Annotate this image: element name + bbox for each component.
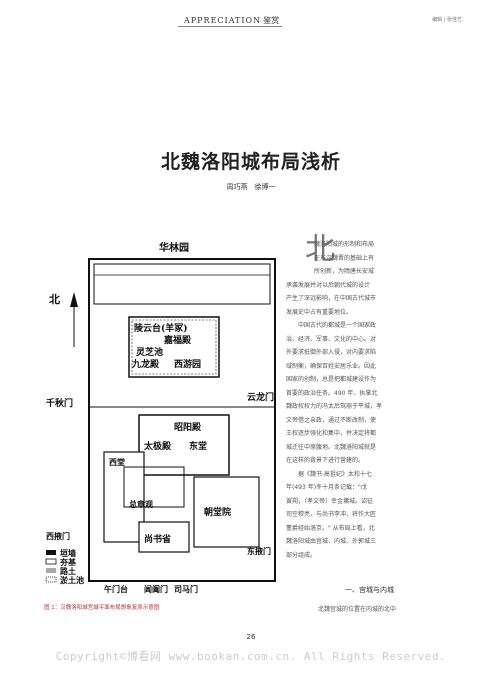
editor-label: 编辑 | 张佳艺 bbox=[432, 17, 462, 23]
article-title: 北魏洛阳城布局浅析 bbox=[160, 151, 341, 173]
body-line: 外要求抵御外部入侵，对内要求陷 bbox=[286, 349, 377, 356]
map-label-lingyuntai: 陵云台(羊冢) bbox=[134, 322, 188, 334]
map-label-dongye: 东掖门 bbox=[247, 546, 271, 556]
body-line: 部分组成。 bbox=[286, 551, 317, 559]
body-line: 寅朔，（孝文帝）幸金墉城。诏征 bbox=[286, 497, 374, 505]
copyright-watermark: Copyright©博看网 www.bookan.com.cn. All Rig… bbox=[55, 650, 447, 663]
legend-road-swatch bbox=[46, 568, 56, 573]
body-line: 产生了深远影响，在中国古代城市 bbox=[286, 295, 377, 302]
body-line: 在东汉魏晋的基础上有 bbox=[314, 254, 375, 262]
body-line: 司空穆亮，与尚书李冲、将作大匠 bbox=[286, 511, 377, 518]
map-label-changhe2: 阊阖门 bbox=[144, 584, 168, 594]
map-label-jiafu: 嘉福殿 bbox=[163, 334, 192, 346]
section-header-cn: 鉴赏 bbox=[263, 16, 280, 25]
body-line: 魏洛阳城的形制和布局 bbox=[314, 241, 375, 248]
body-line: 在这样的背景下进行营建的。 bbox=[286, 457, 365, 464]
body-line: 中国古代的都城是一个国家政 bbox=[298, 322, 377, 329]
body-line: 文帝借之亲政，通过不断改制，使 bbox=[286, 416, 377, 424]
section-first-line: 北魏宫城的位置在内城的北中 bbox=[318, 606, 397, 613]
body-line: 据《魏书·高祖纪》太和十七 bbox=[298, 470, 372, 478]
body-line: 治、经济、军事、文化的中心。对 bbox=[286, 335, 377, 343]
map-label-chaotang: 朝堂院 bbox=[204, 506, 231, 518]
map-label-xitang: 西堂 bbox=[109, 457, 125, 467]
map-label-simamen: 司马门 bbox=[174, 584, 198, 594]
section-heading: 一、宫城与内城 bbox=[345, 586, 394, 594]
legend-hangtu-label: 夯基 bbox=[59, 557, 77, 567]
map-label-xiye: 西掖门 bbox=[46, 531, 70, 541]
legend-wall-swatch bbox=[46, 550, 56, 555]
body-line: 域制衡，确保百姓安居乐业。因此 bbox=[286, 362, 377, 370]
body-line: 魏洛阳城由宫城、内城、外郭城三 bbox=[286, 538, 377, 545]
legend-yutu-swatch bbox=[45, 576, 57, 583]
city-layout-map: 华林园 北 陵云台(羊冢) 嘉福殿 灵芝池 九龙殿 西游园 千秋门 云龙门 昭阳… bbox=[45, 241, 276, 594]
body-line: 承袭发展并对以后朝代城的设计 bbox=[286, 281, 371, 289]
map-label-qianqiu: 千秋门 bbox=[46, 397, 73, 409]
page-number: 26 bbox=[246, 633, 256, 641]
body-line: 所创新，为隋唐长安城 bbox=[314, 268, 375, 275]
figure-caption: 图 1：汉魏洛阳城宫城平面布局想象复原示意图 bbox=[44, 605, 160, 611]
map-label-dongtang: 东堂 bbox=[189, 440, 207, 452]
body-line: 发展史中占有重要地位。 bbox=[286, 308, 353, 316]
body-line: 魏政权权力的冯太后驾崩于平城，孝 bbox=[286, 403, 383, 410]
body-text: 魏洛阳城的形制和布局 在东汉魏晋的基础上有 所创新，为隋唐长安城 承袭发展并对以… bbox=[286, 238, 462, 562]
map-label-shangdong: 尚书省 bbox=[144, 533, 171, 545]
legend-yutu-label: 淤土池 bbox=[60, 575, 84, 585]
legend-road-label: 路土 bbox=[60, 566, 76, 576]
drop-cap: 北 bbox=[305, 232, 335, 267]
map-label-changhe: 午门台 bbox=[104, 584, 128, 594]
map-label-lingzhi: 灵芝池 bbox=[135, 346, 163, 358]
map-label-yunlong: 云龙门 bbox=[247, 391, 274, 403]
city-layout-figure: 华林园 北 陵云台(羊冢) 嘉福殿 灵芝池 九龙殿 西游园 千秋门 云龙门 昭阳… bbox=[44, 237, 284, 597]
body-line: 王权逐步强化和集中，并决定将都 bbox=[286, 430, 377, 437]
body-line: 城迁往中原腹地。北魏洛阳城就是 bbox=[286, 443, 377, 451]
map-label-jiulong: 九龙殿 bbox=[131, 358, 160, 370]
legend-hangtu-swatch bbox=[45, 558, 57, 565]
map-label-taiji: 太极殿 bbox=[143, 440, 172, 452]
map-label-zhaoyang: 昭阳殿 bbox=[174, 422, 202, 433]
body-line: 国家的创制，总是把都城建设作为 bbox=[286, 376, 377, 383]
body-line: 年(493 年)冬十月条记载："戊 bbox=[286, 484, 367, 491]
section-header-en: APPRECIATION bbox=[184, 16, 262, 25]
legend-wall-label: 垣墙 bbox=[60, 548, 76, 558]
body-line: 首要的政治任务。490 年，执掌北 bbox=[286, 389, 378, 397]
map-label-xiyou: 西游园 bbox=[174, 358, 201, 370]
map-label-hualin: 华林园 bbox=[159, 241, 189, 254]
body-line: 董爵经始洛京。" 从布局上看，北 bbox=[286, 524, 375, 532]
map-label-zongzhang: 总章观 bbox=[129, 499, 153, 509]
header-rule bbox=[178, 26, 282, 27]
north-label: 北 bbox=[49, 292, 60, 306]
article-authors: 周巧燕 徐博一 bbox=[226, 183, 276, 191]
